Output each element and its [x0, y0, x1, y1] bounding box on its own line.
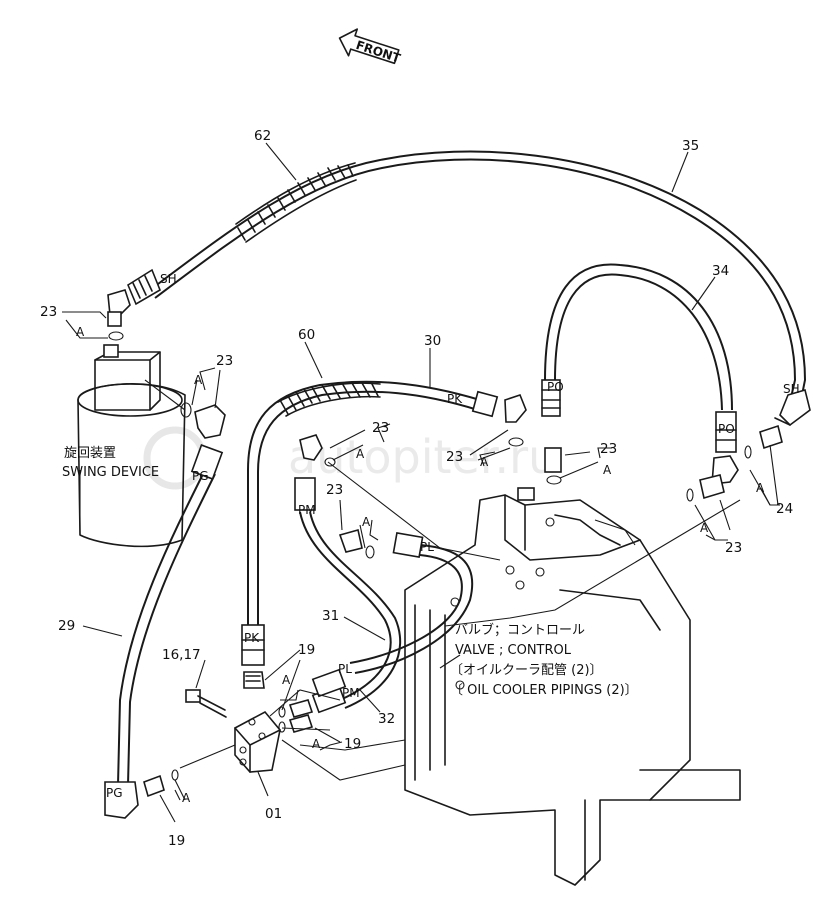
callout-a-9: A — [282, 673, 291, 687]
fitting-pm-top: PM — [294, 477, 316, 517]
fittings-23 — [180, 402, 783, 559]
front-arrow-icon: FRONT — [338, 28, 403, 66]
fittings-19 — [143, 699, 314, 798]
part-number-19-bottom: 19 — [168, 833, 185, 849]
part-number-01: 01 — [265, 806, 282, 822]
port-label-pk-top: PK — [447, 392, 463, 406]
hose-30 — [247, 380, 481, 625]
callout-a-11: A — [182, 791, 191, 805]
port-label-po-right: PO — [718, 422, 735, 436]
hose-pl — [349, 544, 474, 674]
port-label-pg-top: PG — [192, 469, 209, 483]
a-brackets — [174, 367, 780, 801]
callout-a-6: A — [756, 481, 765, 495]
fitting-po-right: PO — [711, 411, 739, 485]
callout-a-1: A — [76, 325, 85, 339]
valve-caption-en1: VALVE ; CONTROL — [455, 643, 572, 658]
part-number-23-right: 23 — [725, 540, 742, 556]
distribution-block-01 — [234, 710, 281, 773]
leader-lines — [62, 142, 779, 823]
part-number-30: 30 — [424, 333, 441, 349]
valve-caption-en2: 〔 OIL COOLER PIPINGS (2)〕 — [450, 683, 638, 698]
spring-guard-62 — [235, 162, 357, 243]
swing-device-body — [77, 344, 186, 548]
callout-a-8: A — [362, 515, 371, 529]
callout-a-3: A — [356, 447, 365, 461]
fitting-sh-left: SH — [126, 268, 177, 306]
part-number-60: 60 — [298, 327, 315, 343]
fitting-pl-top: PL — [392, 531, 434, 559]
callout-a-4: A — [480, 455, 489, 469]
port-label-sh-left: SH — [160, 272, 177, 286]
valve-caption-jp2: 〔オイルクーラ配管 (2)〕 — [450, 663, 603, 678]
port-label-pm-bottom: PM — [342, 686, 360, 700]
part-number-23-po: 23 — [600, 441, 617, 457]
fitting-pg-top: PG — [190, 444, 224, 483]
port-label-pm-top: PM — [298, 503, 316, 517]
swing-device-jp-label: 旋回装置 — [64, 446, 116, 461]
part-number-23-top: 23 — [40, 304, 57, 320]
fitting-pl-bottom: PL — [311, 662, 352, 698]
hose-29 — [117, 469, 216, 786]
part-number-35: 35 — [682, 138, 699, 154]
part-number-34: 34 — [712, 263, 729, 279]
part-number-23-mid: 23 — [372, 420, 389, 436]
hose-34 — [544, 263, 733, 411]
swing-device-en-label: SWING DEVICE — [62, 465, 159, 480]
part-number-62: 62 — [254, 128, 271, 144]
fitting-po-left: PO — [541, 379, 564, 417]
elbow-fitting-23-pk — [504, 394, 527, 447]
spring-guard-60 — [277, 382, 381, 417]
port-label-pl-bottom: PL — [338, 662, 352, 676]
port-label-pk-bottom: PK — [244, 631, 260, 645]
port-label-po-left: PO — [547, 380, 564, 394]
part-number-16-17: 16,17 — [162, 647, 201, 663]
bolt-16-17 — [185, 689, 227, 718]
front-label: FRONT — [354, 38, 403, 66]
part-number-19-right: 19 — [344, 736, 361, 752]
hose-35 — [149, 150, 807, 406]
fitting-pk-bottom: PK — [241, 624, 265, 689]
fitting-pg-bottom: PG — [104, 781, 139, 819]
part-number-31: 31 — [322, 608, 339, 624]
part-number-23-pk: 23 — [446, 449, 463, 465]
part-number-24: 24 — [776, 501, 793, 517]
control-valve-body — [404, 487, 741, 886]
callout-a-5: A — [603, 463, 612, 477]
part-number-29: 29 — [58, 618, 75, 634]
callout-a-2: A — [194, 373, 203, 387]
part-number-19-upper: 19 — [298, 642, 315, 658]
port-label-pg-bottom: PG — [106, 786, 123, 800]
fitting-sh-right: SH — [774, 382, 811, 427]
elbow-fitting-23-top — [107, 289, 131, 341]
part-number-23-swing: 23 — [216, 353, 233, 369]
port-label-pl-top: PL — [420, 540, 434, 554]
part-number-32: 32 — [378, 711, 395, 727]
fitting-pk-top: PK — [447, 390, 499, 418]
port-label-sh-right: SH — [783, 382, 800, 396]
hose-pm — [299, 511, 402, 709]
callout-a-7: A — [700, 521, 709, 535]
part-number-23-pm: 23 — [326, 482, 343, 498]
valve-caption-jp1: バルブ；コントロール — [455, 622, 585, 638]
callout-a-10: A — [312, 737, 321, 751]
